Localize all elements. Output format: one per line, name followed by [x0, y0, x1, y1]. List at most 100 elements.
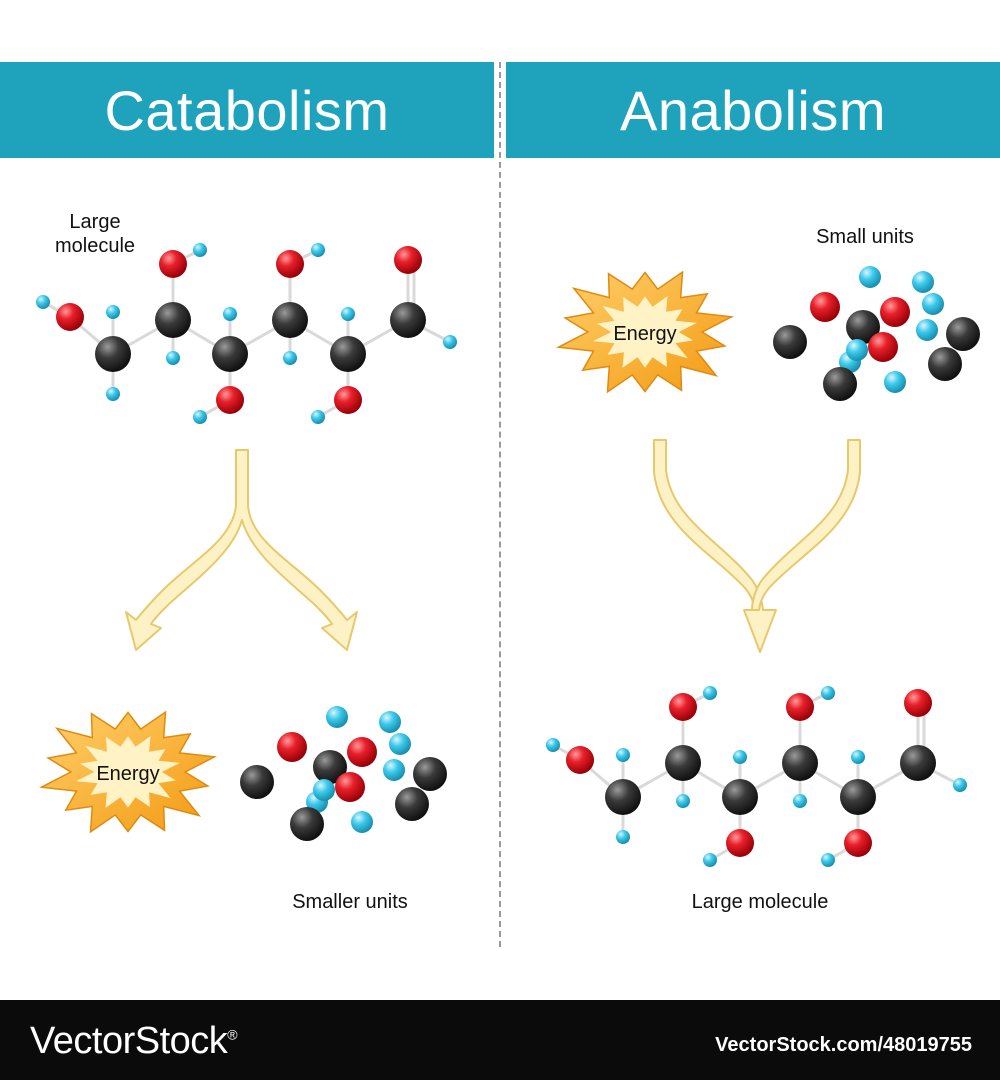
oxygen-atom [347, 737, 377, 767]
brand-text: VectorStock [30, 1020, 228, 1062]
carbon-atom [900, 745, 936, 781]
hydrogen-atom [821, 853, 835, 867]
hydrogen-atom [166, 351, 180, 365]
carbon-atom [928, 347, 962, 381]
carbon-atom [395, 787, 429, 821]
oxygen-atom [216, 386, 244, 414]
hydrogen-atom [341, 307, 355, 321]
small-units-text: Small units [816, 226, 914, 248]
hydrogen-atom [283, 351, 297, 365]
anabolism-header: Anabolism [506, 62, 1000, 158]
small-units-cluster [773, 266, 980, 401]
hydrogen-atom [916, 319, 938, 341]
oxygen-atom [880, 297, 910, 327]
carbon-atom [290, 807, 324, 841]
hydrogen-atom [821, 686, 835, 700]
hydrogen-atom [106, 387, 120, 401]
hydrogen-atom [193, 410, 207, 424]
hydrogen-atom [311, 410, 325, 424]
catabolism-title: Catabolism [104, 78, 390, 142]
hydrogen-atom [851, 750, 865, 764]
carbon-atom [390, 302, 426, 338]
carbon-atom [773, 325, 807, 359]
carbon-atom [95, 336, 131, 372]
registered-mark: ® [227, 1026, 238, 1043]
oxygen-atom [276, 250, 304, 278]
hydrogen-atom [676, 794, 690, 808]
energy-burst-catabolism: Energy [38, 710, 218, 834]
oxygen-atom [566, 746, 594, 774]
hydrogen-atom [313, 779, 335, 801]
carbon-atom [330, 336, 366, 372]
large-molecule-label-top: Large molecule [40, 210, 150, 258]
carbon-atom [846, 310, 880, 344]
carbon-atom [722, 779, 758, 815]
hydrogen-atom [36, 295, 50, 309]
smaller-units-text: Smaller units [292, 891, 408, 913]
panel-divider [499, 62, 501, 947]
oxygen-atom [726, 829, 754, 857]
smaller-units-cluster [240, 706, 447, 841]
oxygen-atom [669, 693, 697, 721]
energy-label-anabolism: Energy [613, 323, 676, 345]
hydrogen-atom [616, 748, 630, 762]
energy-burst-anabolism: Energy [555, 270, 735, 394]
carbon-atom [840, 779, 876, 815]
oxygen-atom [277, 732, 307, 762]
brand-logo: VectorStock® [30, 1020, 238, 1063]
carbon-atom [313, 750, 347, 784]
oxygen-atom [810, 292, 840, 322]
carbon-atom [946, 317, 980, 351]
carbon-atom [240, 765, 274, 799]
carbon-atom [665, 745, 701, 781]
carbon-atom [212, 336, 248, 372]
oxygen-atom [56, 303, 84, 331]
hydrogen-atom [793, 794, 807, 808]
oxygen-atom [786, 693, 814, 721]
hydrogen-atom [326, 706, 348, 728]
carbon-atom [782, 745, 818, 781]
large-molecule-text: Large molecule [54, 211, 136, 257]
carbon-atom [272, 302, 308, 338]
carbon-atom [605, 779, 641, 815]
carbon-atom [413, 757, 447, 791]
oxygen-atom [844, 829, 872, 857]
large-molecule-catabolism [36, 243, 457, 424]
oxygen-atom [394, 246, 422, 274]
hydrogen-atom [443, 335, 457, 349]
anabolism-title: Anabolism [620, 78, 886, 142]
large-molecule-anabolism [546, 686, 967, 867]
hydrogen-atom [733, 750, 747, 764]
hydrogen-atom [193, 243, 207, 257]
hydrogen-atom [351, 811, 373, 833]
hydrogen-atom [223, 307, 237, 321]
smaller-units-label: Smaller units [270, 890, 430, 914]
hydrogen-atom [912, 271, 934, 293]
hydrogen-atom [379, 711, 401, 733]
large-molecule-label-bottom: Large molecule [660, 890, 860, 914]
hydrogen-atom [389, 733, 411, 755]
large-molecule-bottom-text: Large molecule [691, 891, 829, 913]
hydrogen-atom [311, 243, 325, 257]
hydrogen-atom [703, 853, 717, 867]
oxygen-atom [868, 332, 898, 362]
carbon-atom [155, 302, 191, 338]
watermark-footer: VectorStock® VectorStock.com/48019755 [0, 1000, 1000, 1080]
small-units-label: Small units [790, 225, 940, 249]
hydrogen-atom [106, 305, 120, 319]
hydrogen-atom [703, 686, 717, 700]
oxygen-atom [335, 772, 365, 802]
energy-label-catabolism: Energy [96, 763, 159, 785]
hydrogen-atom [616, 830, 630, 844]
hydrogen-atom [922, 293, 944, 315]
split-arrow [125, 449, 358, 651]
stock-id: VectorStock.com/48019755 [715, 1034, 972, 1056]
diagram-canvas: Energy Energy [36, 243, 980, 867]
hydrogen-atom [953, 778, 967, 792]
hydrogen-atom [859, 266, 881, 288]
hydrogen-atom [846, 339, 868, 361]
hydrogen-atom [383, 759, 405, 781]
hydrogen-atom [884, 371, 906, 393]
oxygen-atom [334, 386, 362, 414]
hydrogen-atom [546, 738, 560, 752]
